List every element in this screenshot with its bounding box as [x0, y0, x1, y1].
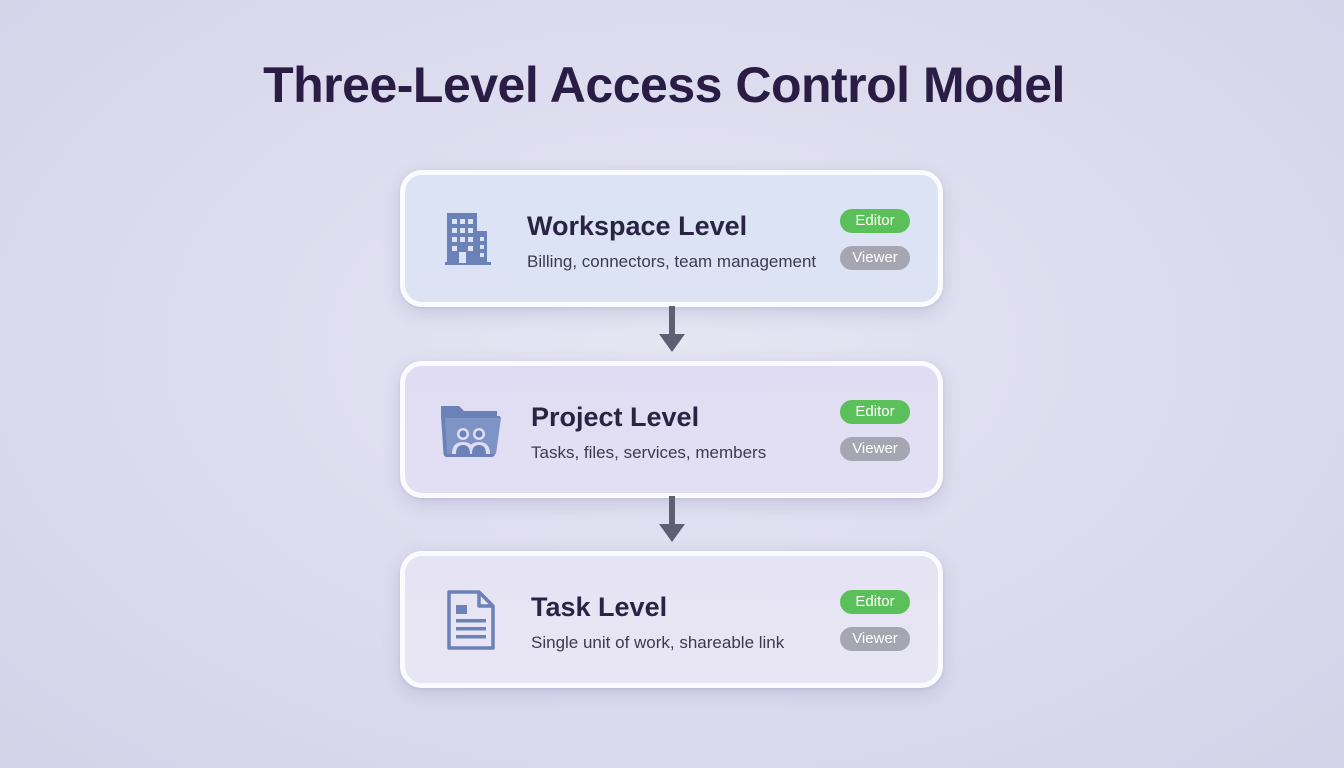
viewer-badge[interactable]: Viewer: [840, 627, 910, 651]
level-card-project: Project Level Tasks, files, services, me…: [400, 361, 943, 498]
diagram-title: Three-Level Access Control Model: [263, 57, 1065, 113]
viewer-badge[interactable]: Viewer: [840, 437, 910, 461]
level-title: Project Level: [531, 402, 700, 432]
level-card-workspace: Workspace Level Billing, connectors, tea…: [400, 170, 943, 307]
editor-badge[interactable]: Editor: [840, 400, 910, 424]
folder-users-icon: [439, 398, 503, 462]
down-arrow-icon: [658, 306, 686, 354]
level-title: Task Level: [531, 592, 668, 622]
level-description: Billing, connectors, team management: [527, 252, 817, 271]
level-description: Tasks, files, services, members: [531, 443, 767, 462]
building-icon: [439, 207, 503, 271]
editor-badge[interactable]: Editor: [840, 590, 910, 614]
level-card-task: Task Level Single unit of work, shareabl…: [400, 551, 943, 688]
document-icon: [439, 588, 503, 652]
level-description: Single unit of work, shareable link: [531, 633, 785, 652]
editor-badge[interactable]: Editor: [840, 209, 910, 233]
down-arrow-icon: [658, 496, 686, 544]
viewer-badge[interactable]: Viewer: [840, 246, 910, 270]
level-title: Workspace Level: [527, 211, 748, 241]
